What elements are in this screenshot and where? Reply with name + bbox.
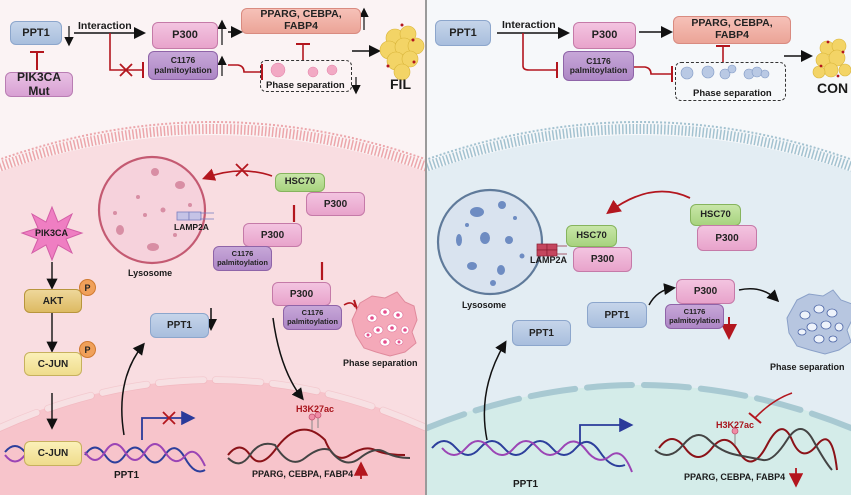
phase-separation-condensate-icon	[786, 289, 851, 355]
phase-separation-label: Phase separation	[693, 88, 772, 99]
dna-ppt1	[431, 440, 626, 468]
p300-box-hsc70-bound: P300	[306, 192, 365, 216]
nuclear-envelope	[427, 382, 851, 432]
left-diagram-graphics	[0, 7, 426, 495]
ppt1-box: PPT1	[10, 21, 62, 45]
target-genes-box: PPARG, CEBPA, FABP4	[673, 16, 791, 44]
interaction-label: Interaction	[78, 20, 132, 32]
h3k27ac-label: H3K27ac	[716, 420, 755, 430]
right-diagram-graphics	[427, 26, 851, 495]
lysosome-debris	[113, 168, 192, 251]
nucleus	[427, 385, 851, 495]
ppt1-to-p300-arrow	[648, 283, 676, 306]
inhibit-h3k27ac-line	[754, 392, 793, 419]
pik3ca-mut-box: PIK3CA Mut	[5, 71, 73, 97]
phase-separation-label: Phase separation	[266, 80, 345, 91]
p300-box-free: P300	[697, 225, 757, 251]
p300-box-condensate: P300	[676, 279, 735, 304]
hsc70-box: HSC70	[275, 173, 325, 192]
lamp2a-label: LAMP2A	[530, 255, 568, 265]
inhibit-palmitoylation-line	[109, 33, 143, 71]
phase-separation-box	[675, 62, 786, 101]
p300-box-condensate: P300	[272, 282, 331, 306]
ppt1-gene-label: PPT1	[513, 479, 539, 490]
chromatin-closed	[658, 428, 838, 471]
panel-divider	[425, 0, 427, 495]
cell-membrane	[427, 124, 851, 172]
interaction-label: Interaction	[502, 19, 556, 31]
phase-separation-cell-label: Phase separation	[343, 358, 418, 368]
fil-adipocyte-cluster-icon	[379, 23, 425, 81]
con-panel: PPT1 Interaction P300 C1176 palmitoylati…	[427, 0, 851, 495]
con-adipocyte-cluster-icon	[812, 38, 851, 79]
condensate-aggregates	[680, 64, 770, 80]
akt-box: AKT	[24, 289, 82, 313]
cma-arrow	[606, 190, 691, 215]
palmitoylation-box: C1176 palmitoylation	[148, 51, 218, 80]
p300-box-palmitoylated: P300	[243, 223, 302, 247]
tss-arrow-blocked	[141, 410, 196, 440]
blocked-cross	[119, 63, 133, 77]
target-genes-label: PPARG, CEBPA, FABP4	[252, 469, 354, 479]
fil-label: FIL	[390, 76, 411, 92]
condensate-droplets	[270, 62, 338, 78]
phospho-badge-cjun: P	[79, 341, 96, 358]
cell-membrane	[0, 124, 426, 172]
ppt1-export-arrow	[483, 340, 507, 441]
lamp2a-channel	[176, 211, 214, 221]
ppt1-export-arrow	[121, 342, 145, 436]
pik3ca-star	[20, 205, 84, 262]
phase-separation-box	[260, 60, 352, 92]
lamp2a-channel	[536, 243, 567, 257]
ppt1-box: PPT1	[435, 20, 491, 46]
palmitoylation-box-condensate: C1176 palmitoylation	[283, 305, 342, 330]
p300-box: P300	[152, 22, 218, 49]
palmitoylation-box-cma: C1176 palmitoylation	[213, 246, 272, 271]
hsc70-box-bound: HSC70	[566, 225, 617, 247]
hsc70-box-free: HSC70	[690, 204, 741, 226]
con-label: CON	[817, 80, 849, 96]
pik3ca-label: PIK3CA	[35, 228, 69, 238]
palmitoylation-box-condensate: C1176 palmitoylation	[665, 304, 724, 329]
lysosome-debris	[456, 201, 525, 286]
cjun-box-cytoplasm: C-JUN	[24, 352, 82, 376]
ppt1-box-cytoplasm-b: PPT1	[587, 302, 647, 328]
inhibit-palmitoylation-line	[522, 33, 557, 71]
lysosome	[436, 188, 544, 296]
phospho-badge-akt: P	[79, 279, 96, 296]
ppt1-gene-label: PPT1	[114, 470, 140, 481]
fil-panel: PPT1 PIK3CA Mut Interaction P300 C1176 p…	[0, 0, 426, 495]
ppt1-protein-box: PPT1	[150, 313, 209, 338]
ppt1-box-cytoplasm-a: PPT1	[512, 320, 571, 346]
lysosome-label: Lysosome	[128, 268, 173, 278]
lysosome-label: Lysosome	[462, 300, 507, 310]
nuclear-envelope	[0, 377, 426, 432]
h3k27ac-label: H3K27ac	[296, 404, 335, 414]
p300-box-lysosome-bound: P300	[573, 247, 632, 272]
cjun-box-nucleus: C-JUN	[24, 441, 82, 466]
target-genes-label: PPARG, CEBPA, FABP4	[684, 472, 786, 482]
phase-separation-cell-label: Phase separation	[770, 362, 845, 372]
phase-separation-condensate-icon	[351, 291, 418, 357]
palmitoylation-box: C1176 palmitoylation	[563, 51, 634, 81]
tss-arrow	[579, 417, 634, 445]
p300-to-chromatin-arrow	[272, 317, 304, 401]
blocked-cma-arrow	[201, 168, 273, 181]
target-genes-box: PPARG, CEBPA, FABP4	[241, 8, 361, 34]
p300-to-condensate-arrow	[738, 288, 780, 303]
p300-box: P300	[573, 22, 636, 49]
lamp2a-label: LAMP2A	[174, 222, 209, 232]
nucleus	[0, 380, 426, 495]
